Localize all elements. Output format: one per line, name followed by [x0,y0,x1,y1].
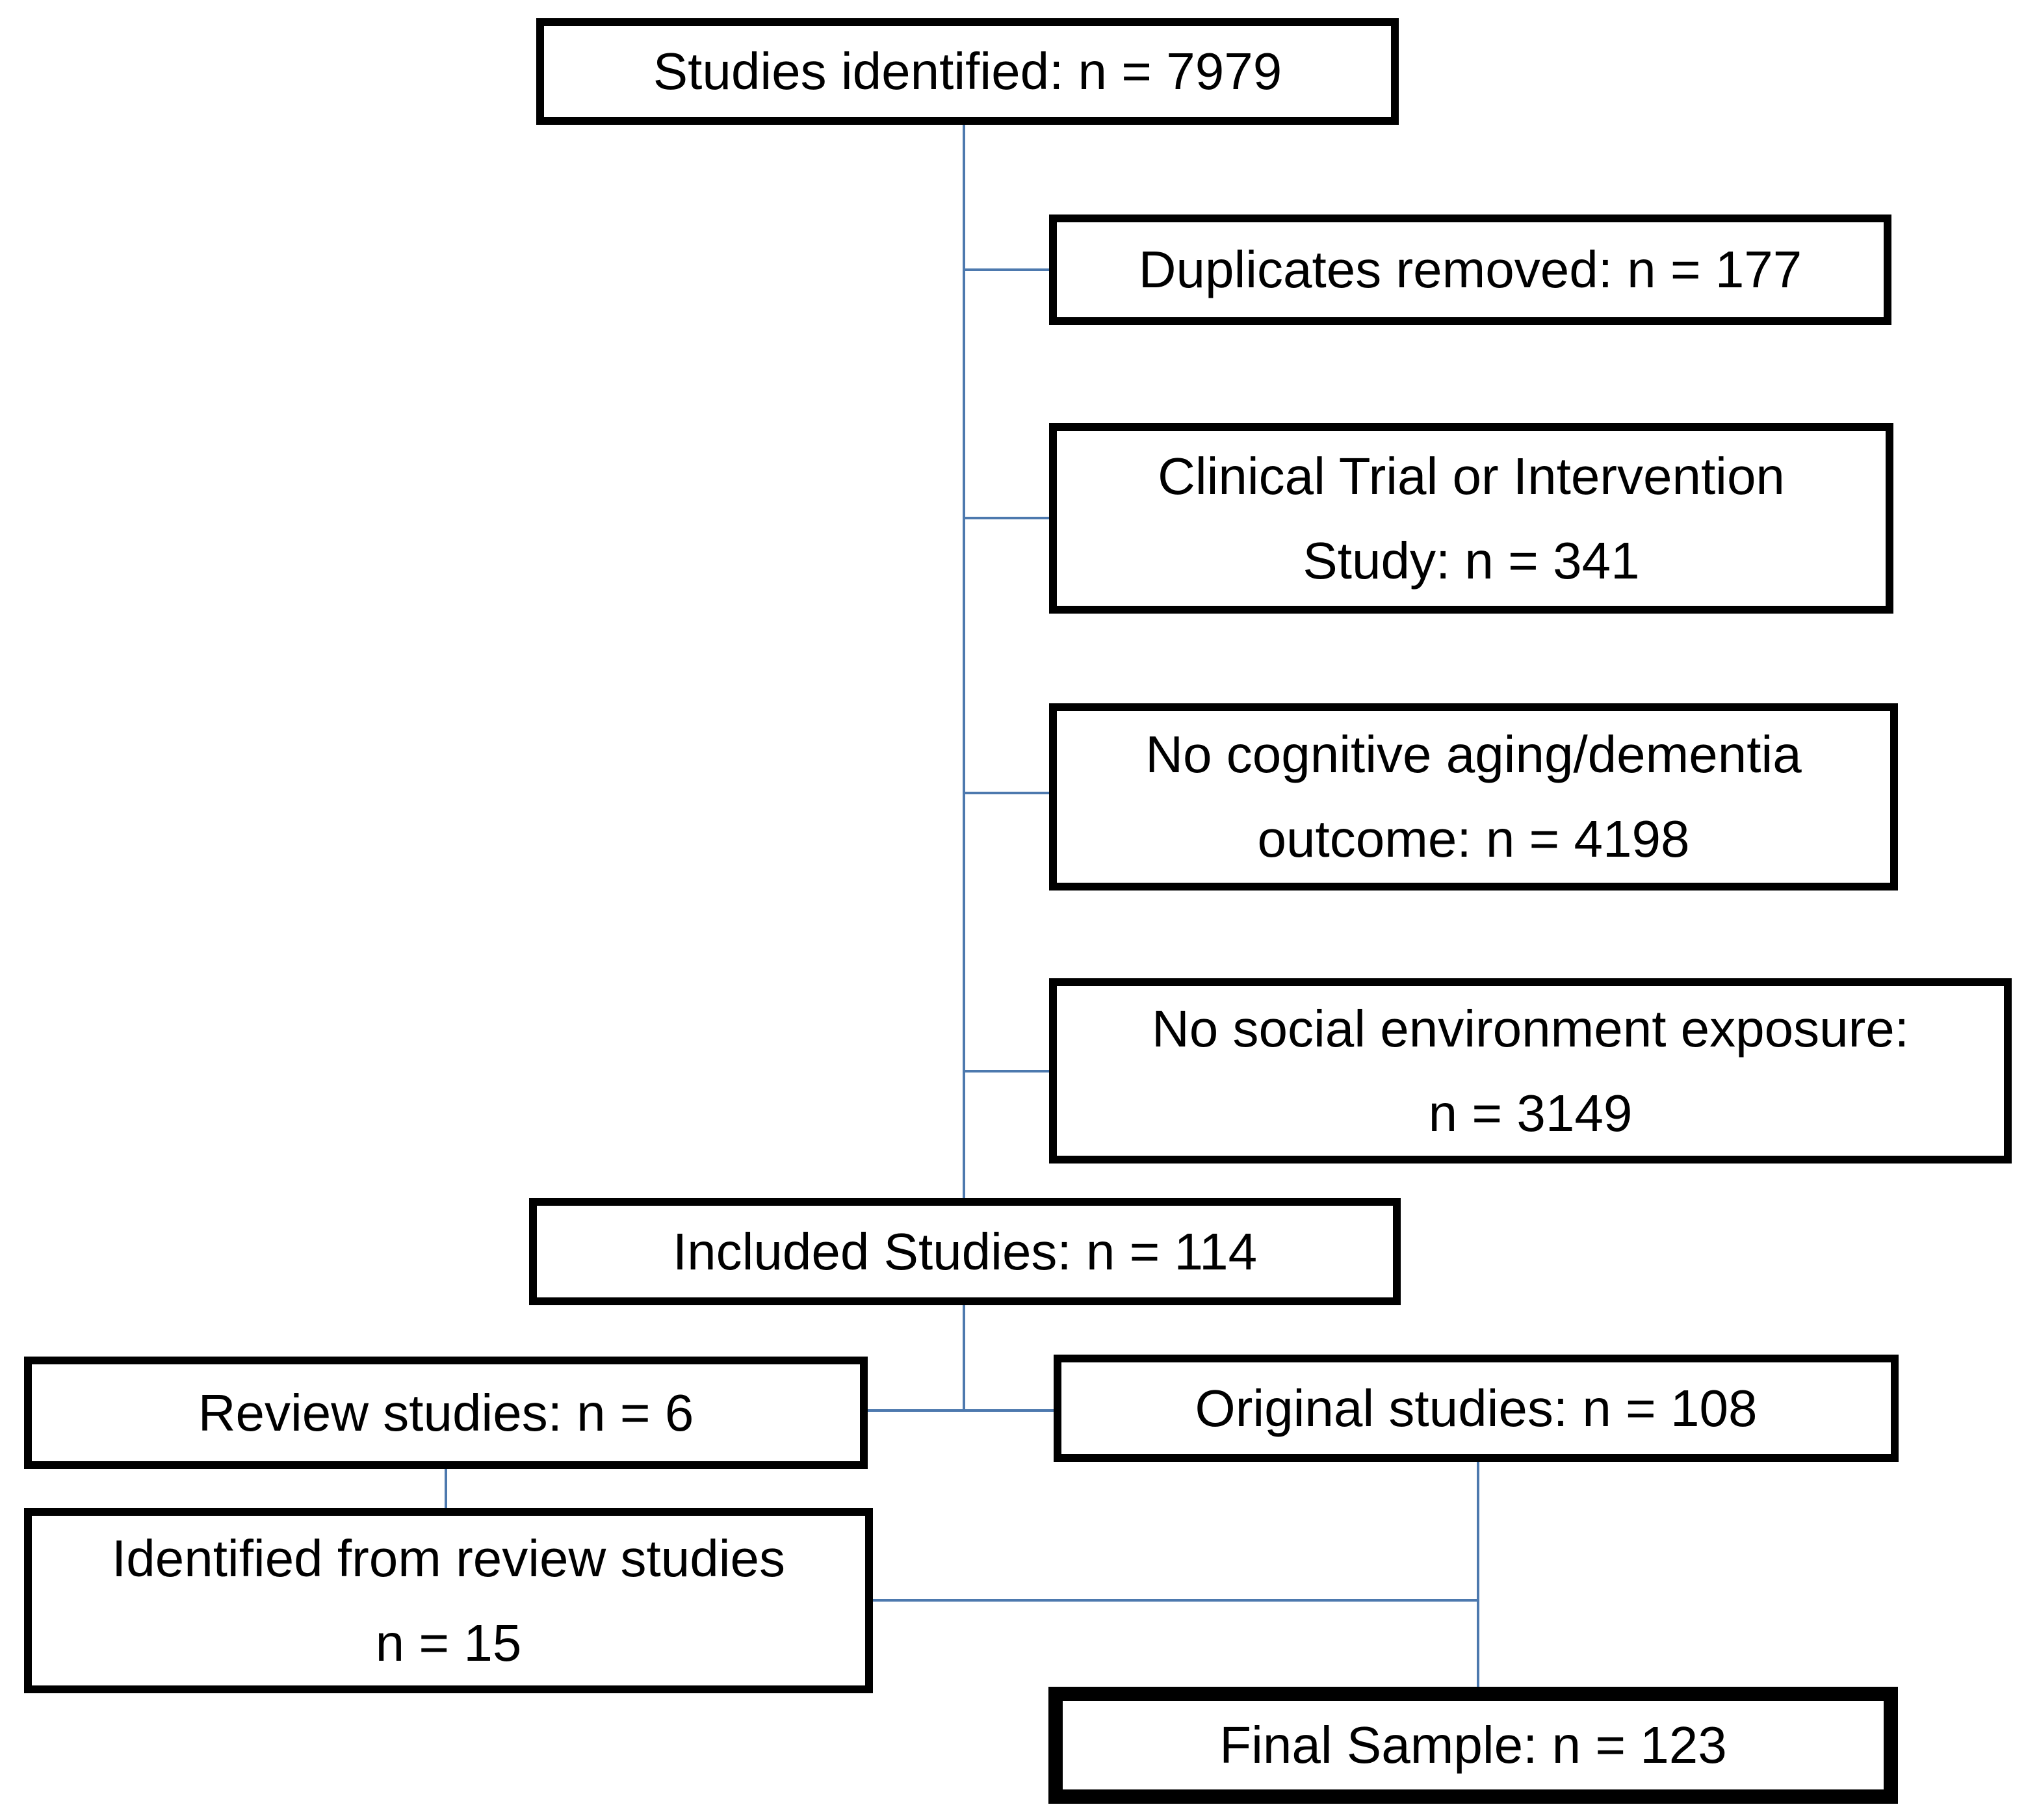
node-identified-from-review: Identified from review studies n = 15 [24,1508,873,1693]
connector-stub-social [964,1070,1049,1072]
connector-identified-to-final [873,1599,1479,1602]
connector-stub-clinical [964,517,1049,519]
node-no-cognitive-outcome: No cognitive aging/dementia outcome: n =… [1049,703,1898,890]
connector-included-to-split [963,1305,965,1410]
node-no-social-exposure-line2: n = 3149 [1428,1084,1633,1142]
node-studies-identified: Studies identified: n = 7979 [536,18,1399,125]
connector-main-vertical [963,125,965,1198]
node-final-sample-label: Final Sample: n = 123 [1219,1716,1727,1774]
node-clinical-trial-line2: Study: n = 341 [1303,531,1640,590]
node-review-studies: Review studies: n = 6 [24,1357,868,1469]
node-identified-from-review-line1: Identified from review studies [111,1529,785,1587]
node-duplicates-removed-label: Duplicates removed: n = 177 [1138,240,1802,299]
node-studies-identified-label: Studies identified: n = 7979 [653,42,1282,101]
connector-review-original [868,1409,1054,1412]
node-no-social-exposure-line1: No social environment exposure: [1151,999,1910,1058]
node-no-cognitive-outcome-line2: outcome: n = 4198 [1257,810,1690,868]
node-review-studies-label: Review studies: n = 6 [198,1383,694,1442]
node-final-sample: Final Sample: n = 123 [1048,1687,1898,1804]
node-included-studies-label: Included Studies: n = 114 [672,1222,1258,1280]
node-no-cognitive-outcome-line1: No cognitive aging/dementia [1145,725,1802,784]
node-no-social-exposure: No social environment exposure: n = 3149 [1049,978,2012,1164]
node-clinical-trial-line1: Clinical Trial or Intervention [1158,447,1785,505]
connector-stub-cognitive [964,792,1049,794]
connector-review-to-identified [445,1469,447,1508]
connector-stub-duplicates [964,268,1049,271]
node-clinical-trial: Clinical Trial or Intervention Study: n … [1049,423,1893,614]
node-original-studies: Original studies: n = 108 [1054,1355,1899,1462]
node-original-studies-label: Original studies: n = 108 [1195,1379,1758,1437]
node-included-studies: Included Studies: n = 114 [529,1198,1401,1305]
connector-original-to-final [1477,1462,1479,1687]
node-duplicates-removed: Duplicates removed: n = 177 [1049,214,1891,325]
node-identified-from-review-line2: n = 15 [375,1613,522,1672]
